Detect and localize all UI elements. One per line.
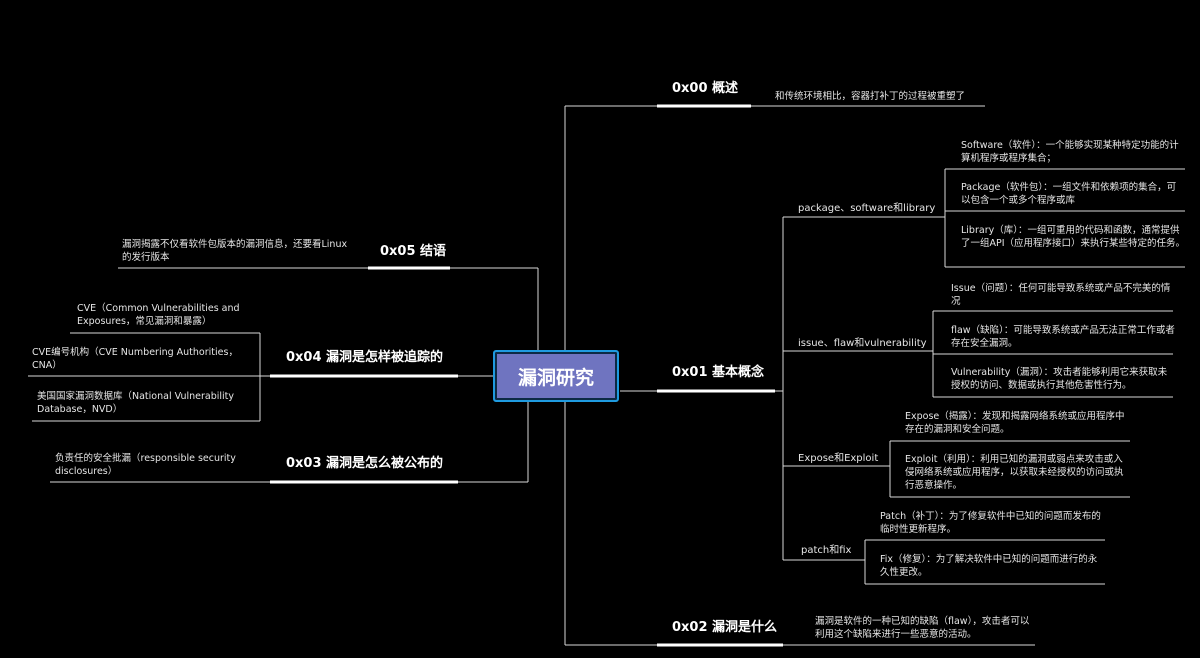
- leaf-vulnerability[interactable]: Vulnerability（漏洞）：攻击者能够利用它来获取未授权的访问、数据或执…: [951, 367, 1168, 391]
- branch-0x05-title[interactable]: 0x05 结语: [380, 244, 447, 259]
- leaf-fix[interactable]: Fix（修复）：为了解决软件中已知的问题而进行的永久性更改。: [880, 554, 1098, 578]
- note-0x02[interactable]: 漏洞是软件的一种已知的缺陷（flaw），攻击者可以利用这个缺陷来进行一些恶意的活…: [815, 616, 1030, 640]
- leaf-expose[interactable]: Expose（揭露）：发现和揭露网络系统或应用程序中存在的漏洞和安全问题。: [905, 411, 1125, 435]
- leaf-patch[interactable]: Patch（补丁）：为了修复软件中已知的问题而发布的临时性更新程序。: [880, 511, 1101, 535]
- group-package-software-library[interactable]: package、software和library: [798, 203, 936, 214]
- leaf-library[interactable]: Library（库）：一组可重用的代码和函数，通常提供了一组API（应用程序接口…: [961, 225, 1186, 249]
- branch-0x00-title[interactable]: 0x00 概述: [672, 81, 739, 96]
- branch-0x03-title[interactable]: 0x03 漏洞是怎么被公布的: [286, 456, 444, 471]
- leaf-issue[interactable]: Issue（问题）：任何可能导致系统或产品不完美的情况: [951, 283, 1171, 307]
- branch-0x01-title[interactable]: 0x01 基本概念: [672, 365, 765, 380]
- leaf-nvd[interactable]: 美国国家漏洞数据库（National Vulnerability Databas…: [37, 391, 235, 415]
- group-patch-fix[interactable]: patch和fix: [801, 545, 852, 556]
- note-0x03[interactable]: 负责任的安全批漏（responsible security disclosure…: [55, 453, 236, 477]
- note-0x05[interactable]: 漏洞揭露不仅看软件包版本的漏洞信息，还要看Linux的发行版本: [122, 239, 348, 263]
- group-expose-exploit[interactable]: Expose和Exploit: [798, 453, 879, 464]
- root-topic[interactable]: 漏洞研究: [493, 350, 619, 402]
- leaf-package[interactable]: Package（软件包）：一组文件和依赖项的集合，可以包含一个或多个程序或库: [961, 182, 1177, 206]
- leaf-cve[interactable]: CVE（Common Vulnerabilities and Exposures…: [77, 303, 240, 327]
- group-issue-flaw-vulnerability[interactable]: issue、flaw和vulnerability: [798, 338, 927, 349]
- leaf-cna[interactable]: CVE编号机构（CVE Numbering Authorities，CNA）: [32, 347, 238, 371]
- note-0x00[interactable]: 和传统环境相比，容器打补丁的过程被重塑了: [775, 91, 966, 102]
- branch-0x02-title[interactable]: 0x02 漏洞是什么: [672, 620, 778, 635]
- leaf-flaw[interactable]: flaw（缺陷）：可能导致系统或产品无法正常工作或者存在安全漏洞。: [951, 325, 1175, 349]
- branch-0x04-title[interactable]: 0x04 漏洞是怎样被追踪的: [286, 350, 444, 365]
- leaf-exploit[interactable]: Exploit（利用）：利用已知的漏洞或弱点来攻击或入侵网络系统或应用程序，以获…: [905, 454, 1124, 491]
- leaf-software[interactable]: Software（软件）：一个能够实现某种特定功能的计算机程序或程序集合；: [961, 140, 1179, 164]
